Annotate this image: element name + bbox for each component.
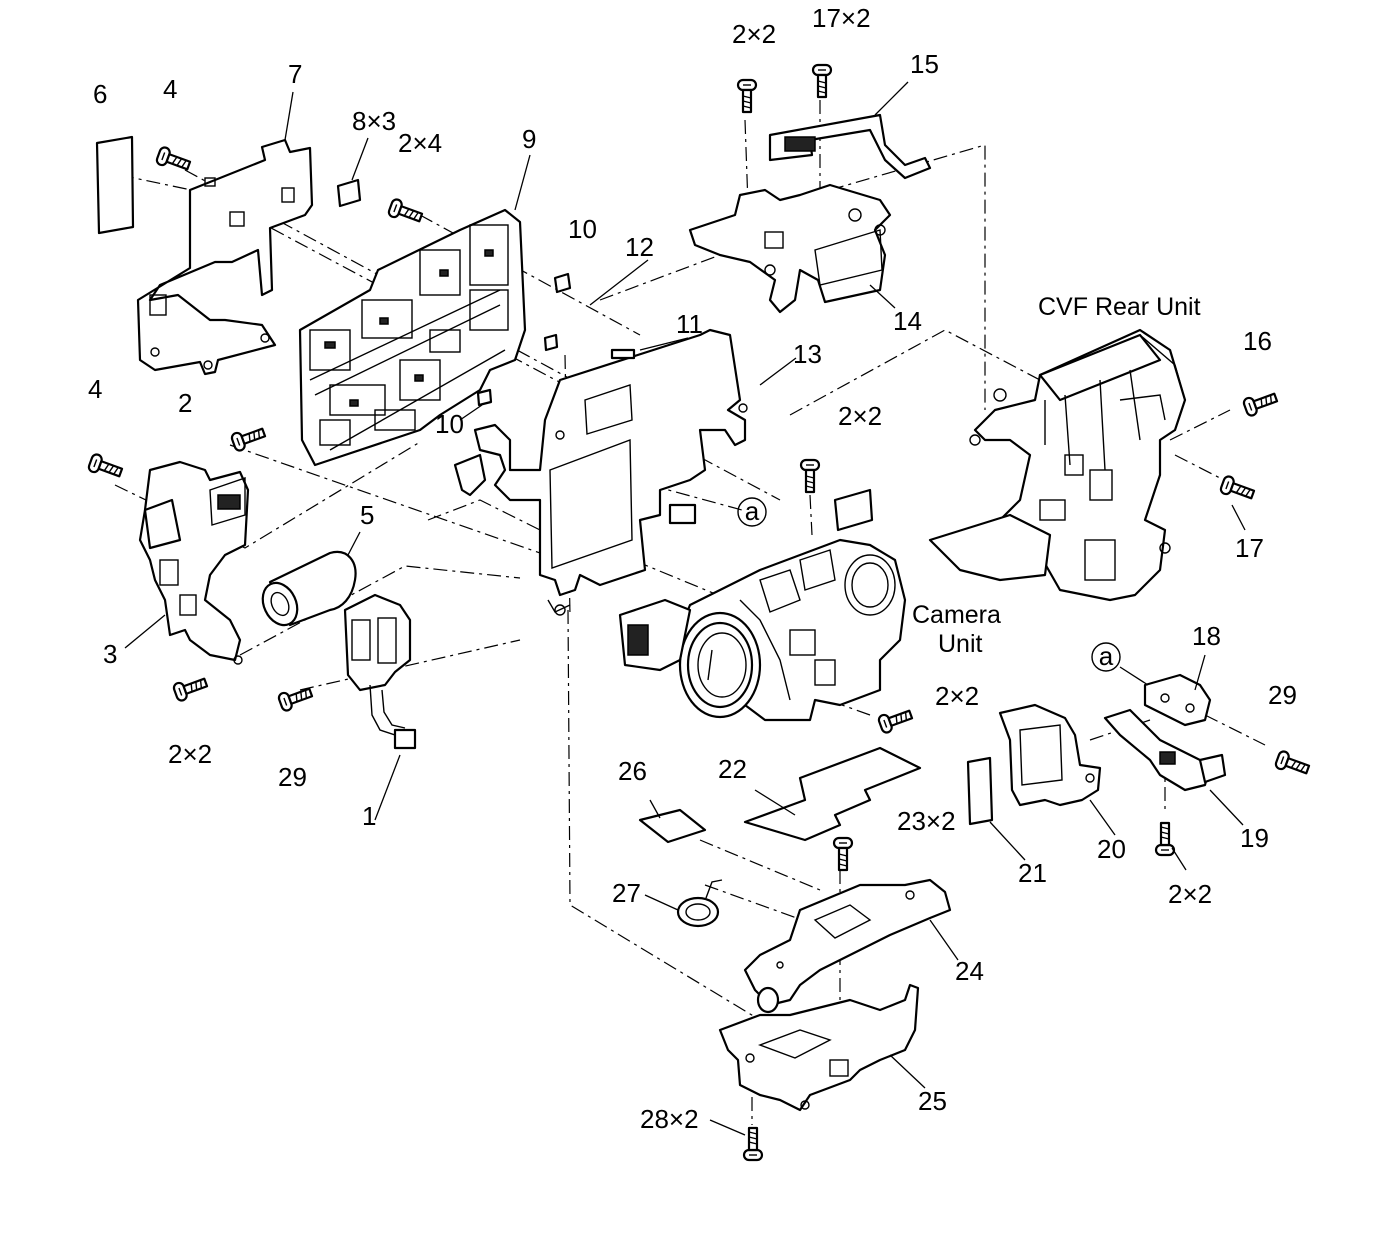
- label-part-21: 21: [1018, 858, 1047, 888]
- label-camera-unit-line1: Camera: [912, 601, 1001, 629]
- label-part-28x2: 28×2: [640, 1104, 699, 1134]
- label-part-15: 15: [910, 49, 939, 79]
- leader-lines: [124, 81, 1246, 1136]
- part-13-frame: [473, 328, 748, 616]
- label-part-8x3: 8×3: [352, 106, 396, 136]
- label-part-17x2: 17×2: [812, 3, 871, 33]
- part-15-flex-cable: [768, 113, 932, 180]
- label-part-29-right: 29: [1268, 680, 1297, 710]
- camera-unit: [618, 488, 907, 722]
- part-27-battery: [676, 879, 723, 928]
- label-part-13: 13: [793, 339, 822, 369]
- label-part-19: 19: [1240, 823, 1269, 853]
- part-25-bottom-bracket: [718, 983, 920, 1112]
- label-screw-2x4: 2×4: [398, 128, 442, 158]
- label-camera-unit-line2: Unit: [938, 630, 983, 658]
- label-part-16: 16: [1243, 326, 1272, 356]
- part-labels: 2×2 17×2 15 6 4 7 8×3 2×4 9 10 12 11 13 …: [88, 3, 1297, 1134]
- part-12-bracket: [453, 453, 487, 497]
- part-21-strip: [966, 756, 994, 826]
- label-screw-2x2-center: 2×2: [838, 401, 882, 431]
- part-19-connector: [1103, 708, 1227, 792]
- label-screw-2x2-right: 2×2: [1168, 879, 1212, 909]
- part-24-lower-board: [743, 878, 952, 1014]
- label-screw-2x2-top: 2×2: [732, 19, 776, 49]
- label-part-9: 9: [522, 124, 536, 154]
- label-part-29-left: 29: [278, 762, 307, 792]
- label-part-20: 20: [1097, 834, 1126, 864]
- label-cvf-rear-unit: CVF Rear Unit: [1038, 293, 1201, 321]
- part-14-top-bracket: [688, 183, 892, 314]
- label-screw-2x2-left: 2×2: [168, 739, 212, 769]
- part-3-side-bracket: [138, 460, 250, 665]
- label-part-17: 17: [1235, 533, 1264, 563]
- part-8-pad: [336, 178, 362, 208]
- label-part-10-upper: 10: [568, 214, 597, 244]
- part-20-side-panel: [998, 703, 1102, 807]
- label-part-12: 12: [625, 232, 654, 262]
- label-part-26: 26: [618, 756, 647, 786]
- label-part-4-top: 4: [163, 74, 177, 104]
- marker-a-label: a: [1099, 641, 1114, 671]
- marker-a-label: a: [745, 496, 760, 526]
- label-part-1: 1: [362, 801, 376, 831]
- label-part-6: 6: [93, 79, 107, 109]
- part-26-sheet: [638, 808, 707, 844]
- part-22-sheet: [743, 746, 922, 842]
- label-part-11: 11: [676, 309, 703, 339]
- marker-a-bracket: a: [1091, 641, 1121, 672]
- label-part-27: 27: [612, 878, 641, 908]
- label-part-18: 18: [1192, 621, 1221, 651]
- part-10-blocks: [476, 272, 572, 407]
- label-part-5: 5: [360, 500, 374, 530]
- label-part-7: 7: [288, 59, 302, 89]
- label-part-23x2: 23×2: [897, 806, 956, 836]
- label-part-3: 3: [103, 639, 117, 669]
- marker-a-frame: a: [737, 496, 767, 527]
- label-screw-2x2-camera: 2×2: [935, 681, 979, 711]
- label-part-14: 14: [893, 306, 922, 336]
- part-6-sheet: [95, 135, 135, 235]
- part-5-capacitor: [261, 550, 357, 627]
- part-9-main-board: [298, 208, 527, 467]
- cvf-rear-unit: [928, 328, 1187, 602]
- label-part-25: 25: [918, 1086, 947, 1116]
- part-1-switch-assembly: [343, 593, 417, 750]
- label-part-2: 2: [178, 388, 192, 418]
- part-7-shield-plate: [136, 138, 314, 376]
- part-18-bracket: [1143, 673, 1212, 727]
- label-part-22: 22: [718, 754, 747, 784]
- label-part-10-lower: 10: [435, 409, 464, 439]
- label-part-24: 24: [955, 956, 984, 986]
- label-part-4-left: 4: [88, 374, 102, 404]
